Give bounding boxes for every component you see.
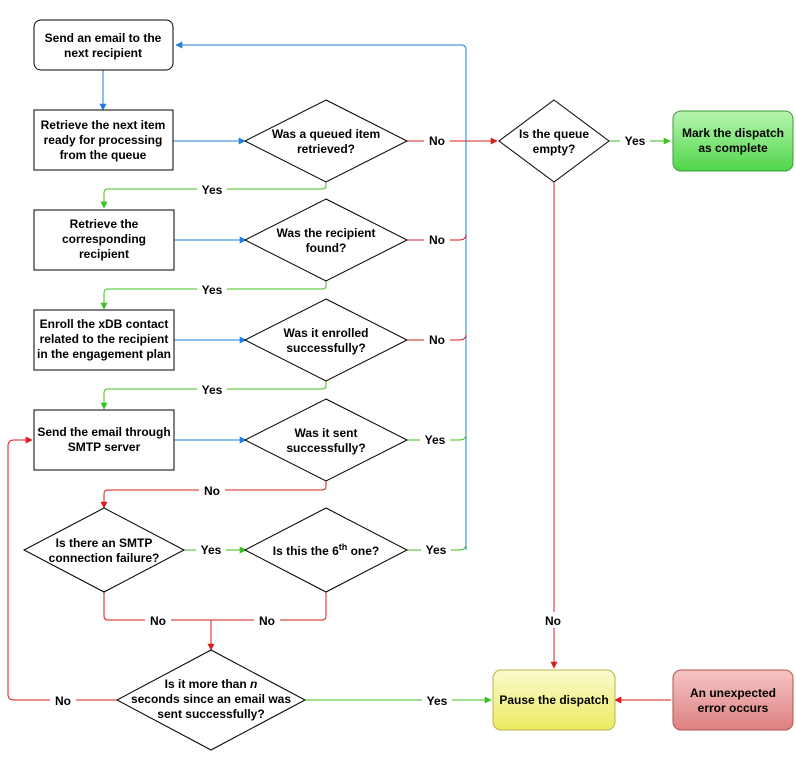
node-queue-empty: Is the queue empty? xyxy=(498,99,610,183)
label-enrolled-no: No xyxy=(429,333,445,347)
label-empty-yes: Yes xyxy=(625,134,646,148)
svg-text:successfully?: successfully? xyxy=(286,341,365,355)
edge-seconds-no xyxy=(7,436,117,701)
node-unexpected-error: An unexpected error occurs xyxy=(672,669,794,731)
svg-text:Was it sent: Was it sent xyxy=(295,426,358,440)
svg-text:An unexpected: An unexpected xyxy=(690,686,776,700)
label-smtp-yes: Yes xyxy=(201,543,222,557)
svg-text:in the engagement plan: in the engagement plan xyxy=(37,347,171,361)
node-enrolled-ok: Was it enrolled successfully? xyxy=(243,298,409,382)
svg-text:Is the queue: Is the queue xyxy=(519,127,589,141)
svg-text:Is there an SMTP: Is there an SMTP xyxy=(56,536,153,550)
svg-text:Is it more than n: Is it more than n xyxy=(165,677,258,691)
svg-text:SMTP server: SMTP server xyxy=(68,440,141,454)
svg-text:Was the recipient: Was the recipient xyxy=(277,226,376,240)
label-queued-yes: Yes xyxy=(202,183,223,197)
node-mark-complete: Mark the dispatch as complete xyxy=(672,110,794,172)
svg-text:error occurs: error occurs xyxy=(698,701,769,715)
svg-text:Retrieve the next item: Retrieve the next item xyxy=(41,118,166,132)
edge-smtp-sixth-no xyxy=(103,592,327,621)
label-seconds-yes: Yes xyxy=(427,694,448,708)
svg-text:found?: found? xyxy=(306,241,347,255)
label-sent-no: No xyxy=(204,484,220,498)
svg-text:recipient: recipient xyxy=(79,247,129,261)
edge-enrolled-no xyxy=(407,333,467,341)
node-pause: Pause the dispatch xyxy=(492,669,616,731)
svg-text:Was a queued item: Was a queued item xyxy=(272,127,380,141)
svg-text:as complete: as complete xyxy=(698,141,768,155)
label-enrolled-yes: Yes xyxy=(202,383,223,397)
label-recipient-no: No xyxy=(429,233,445,247)
svg-text:from the queue: from the queue xyxy=(60,148,147,162)
label-queued-no: No xyxy=(429,134,445,148)
svg-text:Is this the 6th one?: Is this the 6th one? xyxy=(273,542,380,558)
node-sent-ok: Was it sent successfully? xyxy=(243,398,409,482)
svg-text:ready for processing: ready for processing xyxy=(44,133,163,147)
node-recipient-found: Was the recipient found? xyxy=(243,198,409,282)
svg-text:corresponding: corresponding xyxy=(62,232,146,246)
svg-text:related to the recipient: related to the recipient xyxy=(40,332,169,346)
edge-sent-yes xyxy=(407,433,467,441)
node-sixth-one: Is this the 6th one? xyxy=(243,507,409,593)
svg-text:Mark the dispatch: Mark the dispatch xyxy=(682,126,784,140)
node-enroll: Enroll the xDB contact related to the re… xyxy=(33,309,175,371)
node-send-smtp: Send the email through SMTP server xyxy=(33,409,175,471)
node-smtp-failure: Is there an SMTP connection failure? xyxy=(22,507,186,593)
svg-text:next recipient: next recipient xyxy=(64,46,142,60)
svg-text:retrieved?: retrieved? xyxy=(297,142,355,156)
edge-loop-to-send xyxy=(175,41,467,550)
label-empty-no: No xyxy=(545,614,561,628)
svg-text:seconds since an email was: seconds since an email was xyxy=(131,692,291,706)
edge-sixth-yes xyxy=(407,543,467,551)
svg-text:successfully?: successfully? xyxy=(286,441,365,455)
label-recipient-yes: Yes xyxy=(202,283,223,297)
node-seconds-since: Is it more than n seconds since an email… xyxy=(115,649,307,751)
label-sent-yes: Yes xyxy=(425,433,446,447)
svg-text:Was it enrolled: Was it enrolled xyxy=(284,326,369,340)
svg-text:sent successfully?: sent successfully? xyxy=(157,707,264,721)
node-send-next: Send an email to the next recipient xyxy=(33,19,174,71)
svg-text:Pause the dispatch: Pause the dispatch xyxy=(499,693,608,707)
svg-text:Enroll the xDB contact: Enroll the xDB contact xyxy=(40,317,169,331)
label-seconds-no: No xyxy=(55,694,71,708)
svg-text:connection failure?: connection failure? xyxy=(49,551,160,565)
node-retrieve-recipient: Retrieve the corresponding recipient xyxy=(33,209,175,271)
label-sixth-no: No xyxy=(259,614,275,628)
svg-text:Send the email through: Send the email through xyxy=(37,425,170,439)
label-smtp-no: No xyxy=(150,614,166,628)
svg-text:Send an email to the: Send an email to the xyxy=(45,31,162,45)
svg-text:empty?: empty? xyxy=(533,142,576,156)
edge-recipient-no xyxy=(407,233,467,241)
node-retrieve-item: Retrieve the next item ready for process… xyxy=(33,109,174,171)
svg-text:Retrieve the: Retrieve the xyxy=(70,217,139,231)
label-sixth-yes: Yes xyxy=(426,543,447,557)
node-queued-retrieved: Was a queued item retrieved? xyxy=(243,99,409,183)
